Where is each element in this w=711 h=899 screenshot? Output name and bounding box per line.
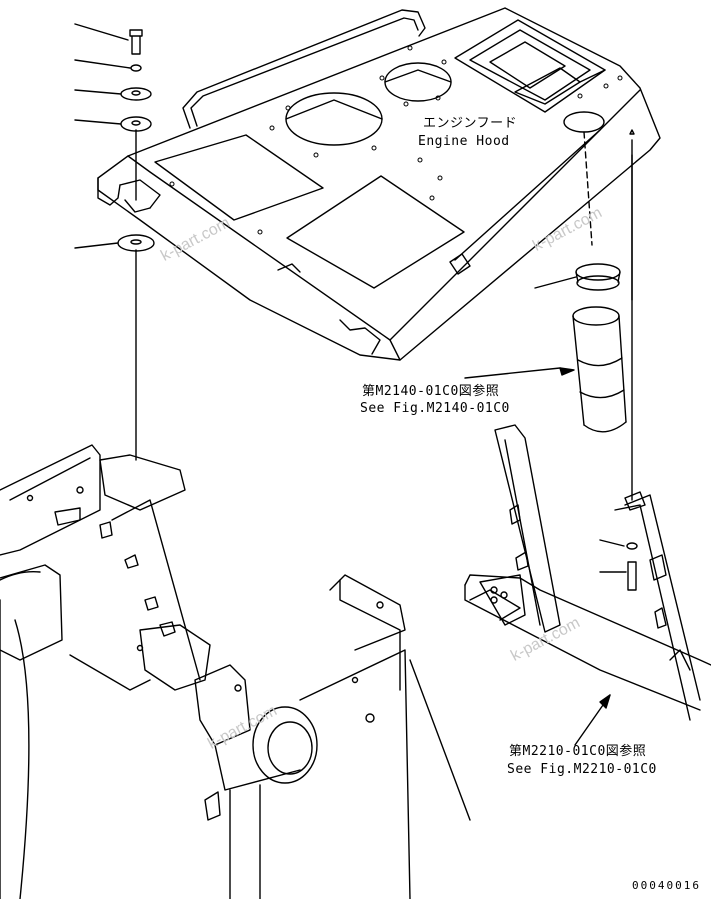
hood-handrail — [182, 9, 426, 129]
reference-label-2-en: See Fig.M2210-01C0 — [507, 762, 657, 777]
drawing-number: 00040016 — [632, 879, 701, 892]
exhaust-tube — [464, 131, 627, 433]
washer-1 — [120, 87, 152, 101]
hood-opening-left — [154, 134, 324, 221]
tube-top — [572, 306, 620, 326]
mount-hardware — [74, 23, 155, 461]
reference-label-1-jp: 第M2140-01C0図参照 — [362, 384, 500, 399]
reference-label-2-jp: 第M2210-01C0図参照 — [509, 744, 647, 759]
engine-hood-label-en: Engine Hood — [418, 134, 510, 149]
bolt — [129, 29, 143, 55]
engine-hood — [97, 7, 661, 361]
engine-hood-label-jp: エンジンフード — [423, 116, 518, 131]
hood-opening-round-small — [384, 62, 452, 102]
washer-2 — [120, 116, 152, 132]
hood-bolt-holes — [169, 45, 623, 235]
frame-right — [464, 129, 711, 746]
lock-washer — [130, 64, 142, 72]
cushion — [117, 234, 155, 252]
reference-label-1-en: See Fig.M2140-01C0 — [360, 401, 510, 416]
hood-outline — [97, 7, 661, 361]
inlet-port — [252, 706, 318, 784]
hood-exhaust-hole — [563, 111, 605, 133]
hood-opening-right — [286, 175, 465, 289]
hood-opening-round-large — [285, 92, 383, 146]
small-bolt — [627, 561, 637, 591]
cooling-assembly — [0, 444, 471, 899]
